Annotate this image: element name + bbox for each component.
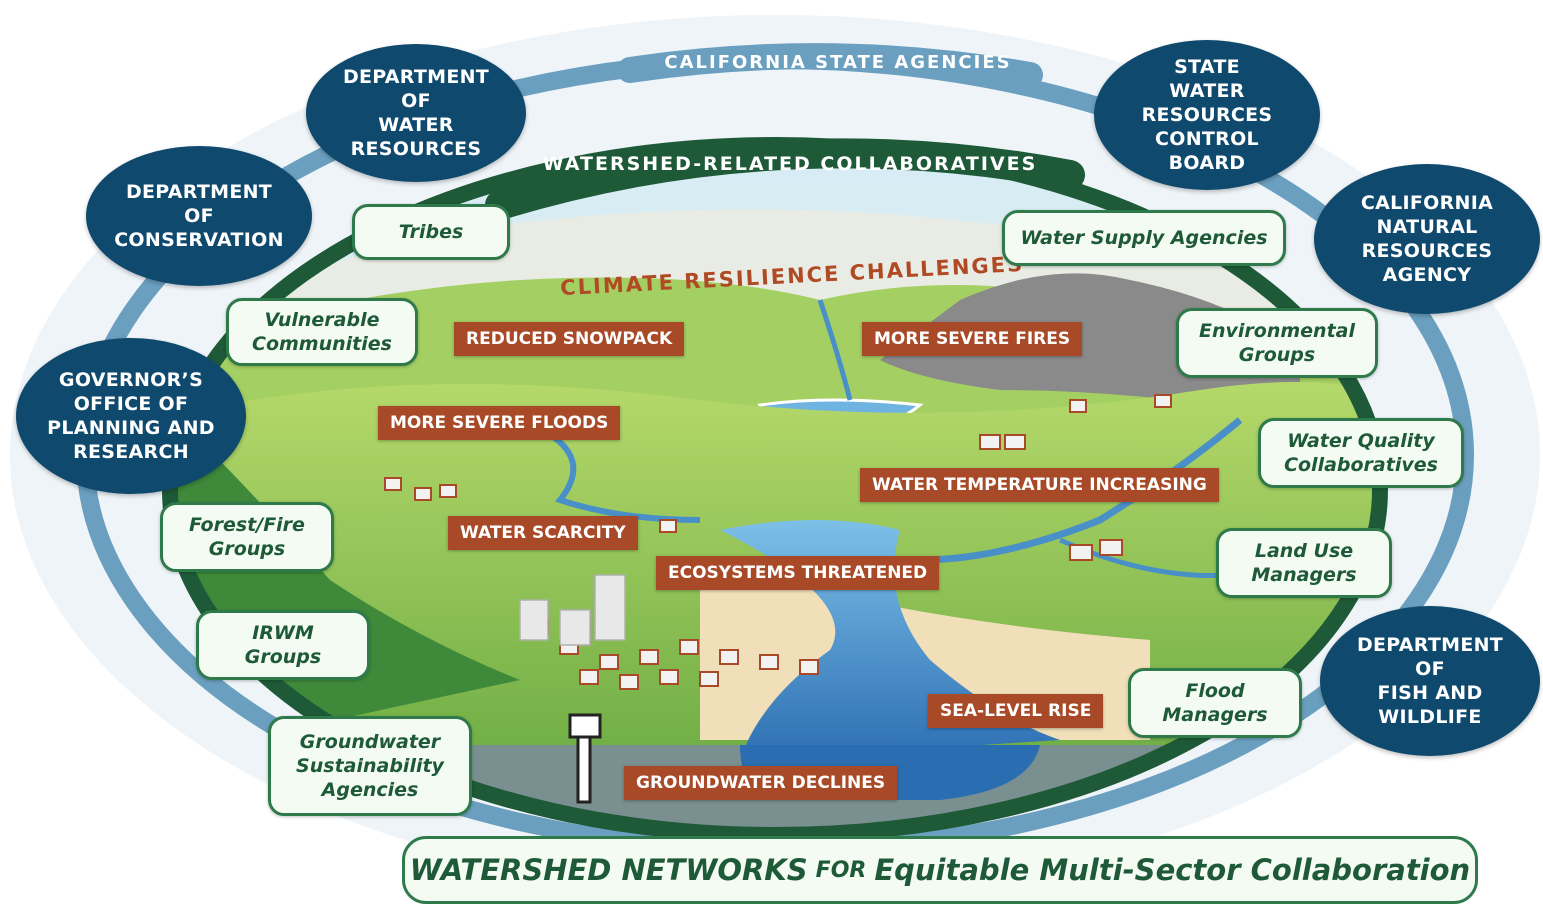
banner-part3: Equitable Multi-Sector Collaboration xyxy=(874,853,1471,887)
challenge-severe-floods: MORE SEVERE FLOODS xyxy=(378,406,621,440)
collab-vulnerable-communities: Vulnerable Communities xyxy=(226,298,418,366)
challenge-groundwater-declines: GROUNDWATER DECLINES xyxy=(624,766,898,800)
banner-part1: WATERSHED NETWORKS xyxy=(409,853,808,887)
agency-water-resources-control-board: STATE WATER RESOURCES CONTROL BOARD xyxy=(1094,40,1320,190)
banner-part2: FOR xyxy=(815,857,867,883)
collab-land-use-managers: Land Use Managers xyxy=(1216,528,1392,598)
challenge-severe-fires: MORE SEVERE FIRES xyxy=(862,322,1083,356)
challenge-ecosystems-threatened: ECOSYSTEMS THREATENED xyxy=(656,556,940,590)
challenge-water-scarcity: WATER SCARCITY xyxy=(448,516,638,550)
inner-ring-label: WATERSHED-RELATED COLLABORATIVES xyxy=(543,153,1038,175)
agency-planning-research: GOVERNOR’S OFFICE OF PLANNING AND RESEAR… xyxy=(16,338,246,494)
collab-tribes: Tribes xyxy=(352,204,510,260)
agency-conservation: DEPARTMENT OF CONSERVATION xyxy=(86,146,312,286)
title-banner: WATERSHED NETWORKS FOR Equitable Multi-S… xyxy=(402,836,1478,904)
collab-water-quality: Water Quality Collaboratives xyxy=(1258,418,1464,488)
challenge-water-temperature: WATER TEMPERATURE INCREASING xyxy=(860,468,1219,502)
agency-water-resources: DEPARTMENT OF WATER RESOURCES xyxy=(306,44,526,182)
agency-fish-wildlife: DEPARTMENT OF FISH AND WILDLIFE xyxy=(1320,606,1540,756)
collab-irwm-groups: IRWM Groups xyxy=(196,610,370,680)
agency-natural-resources: CALIFORNIA NATURAL RESOURCES AGENCY xyxy=(1314,164,1540,314)
inner-ring-swoosh xyxy=(485,138,1085,220)
collab-environmental-groups: Environmental Groups xyxy=(1176,308,1378,378)
collab-flood-managers: Flood Managers xyxy=(1128,668,1302,738)
collab-forest-fire-groups: Forest/Fire Groups xyxy=(160,502,334,572)
outer-ring-swoosh xyxy=(617,43,1043,88)
challenge-reduced-snowpack: REDUCED SNOWPACK xyxy=(454,322,685,356)
collab-groundwater-sustainability: Groundwater Sustainability Agencies xyxy=(268,716,472,816)
challenge-sea-level-rise: SEA-LEVEL RISE xyxy=(928,694,1104,728)
collab-water-supply-agencies: Water Supply Agencies xyxy=(1002,210,1286,266)
outer-ring-label: CALIFORNIA STATE AGENCIES xyxy=(664,52,1011,73)
